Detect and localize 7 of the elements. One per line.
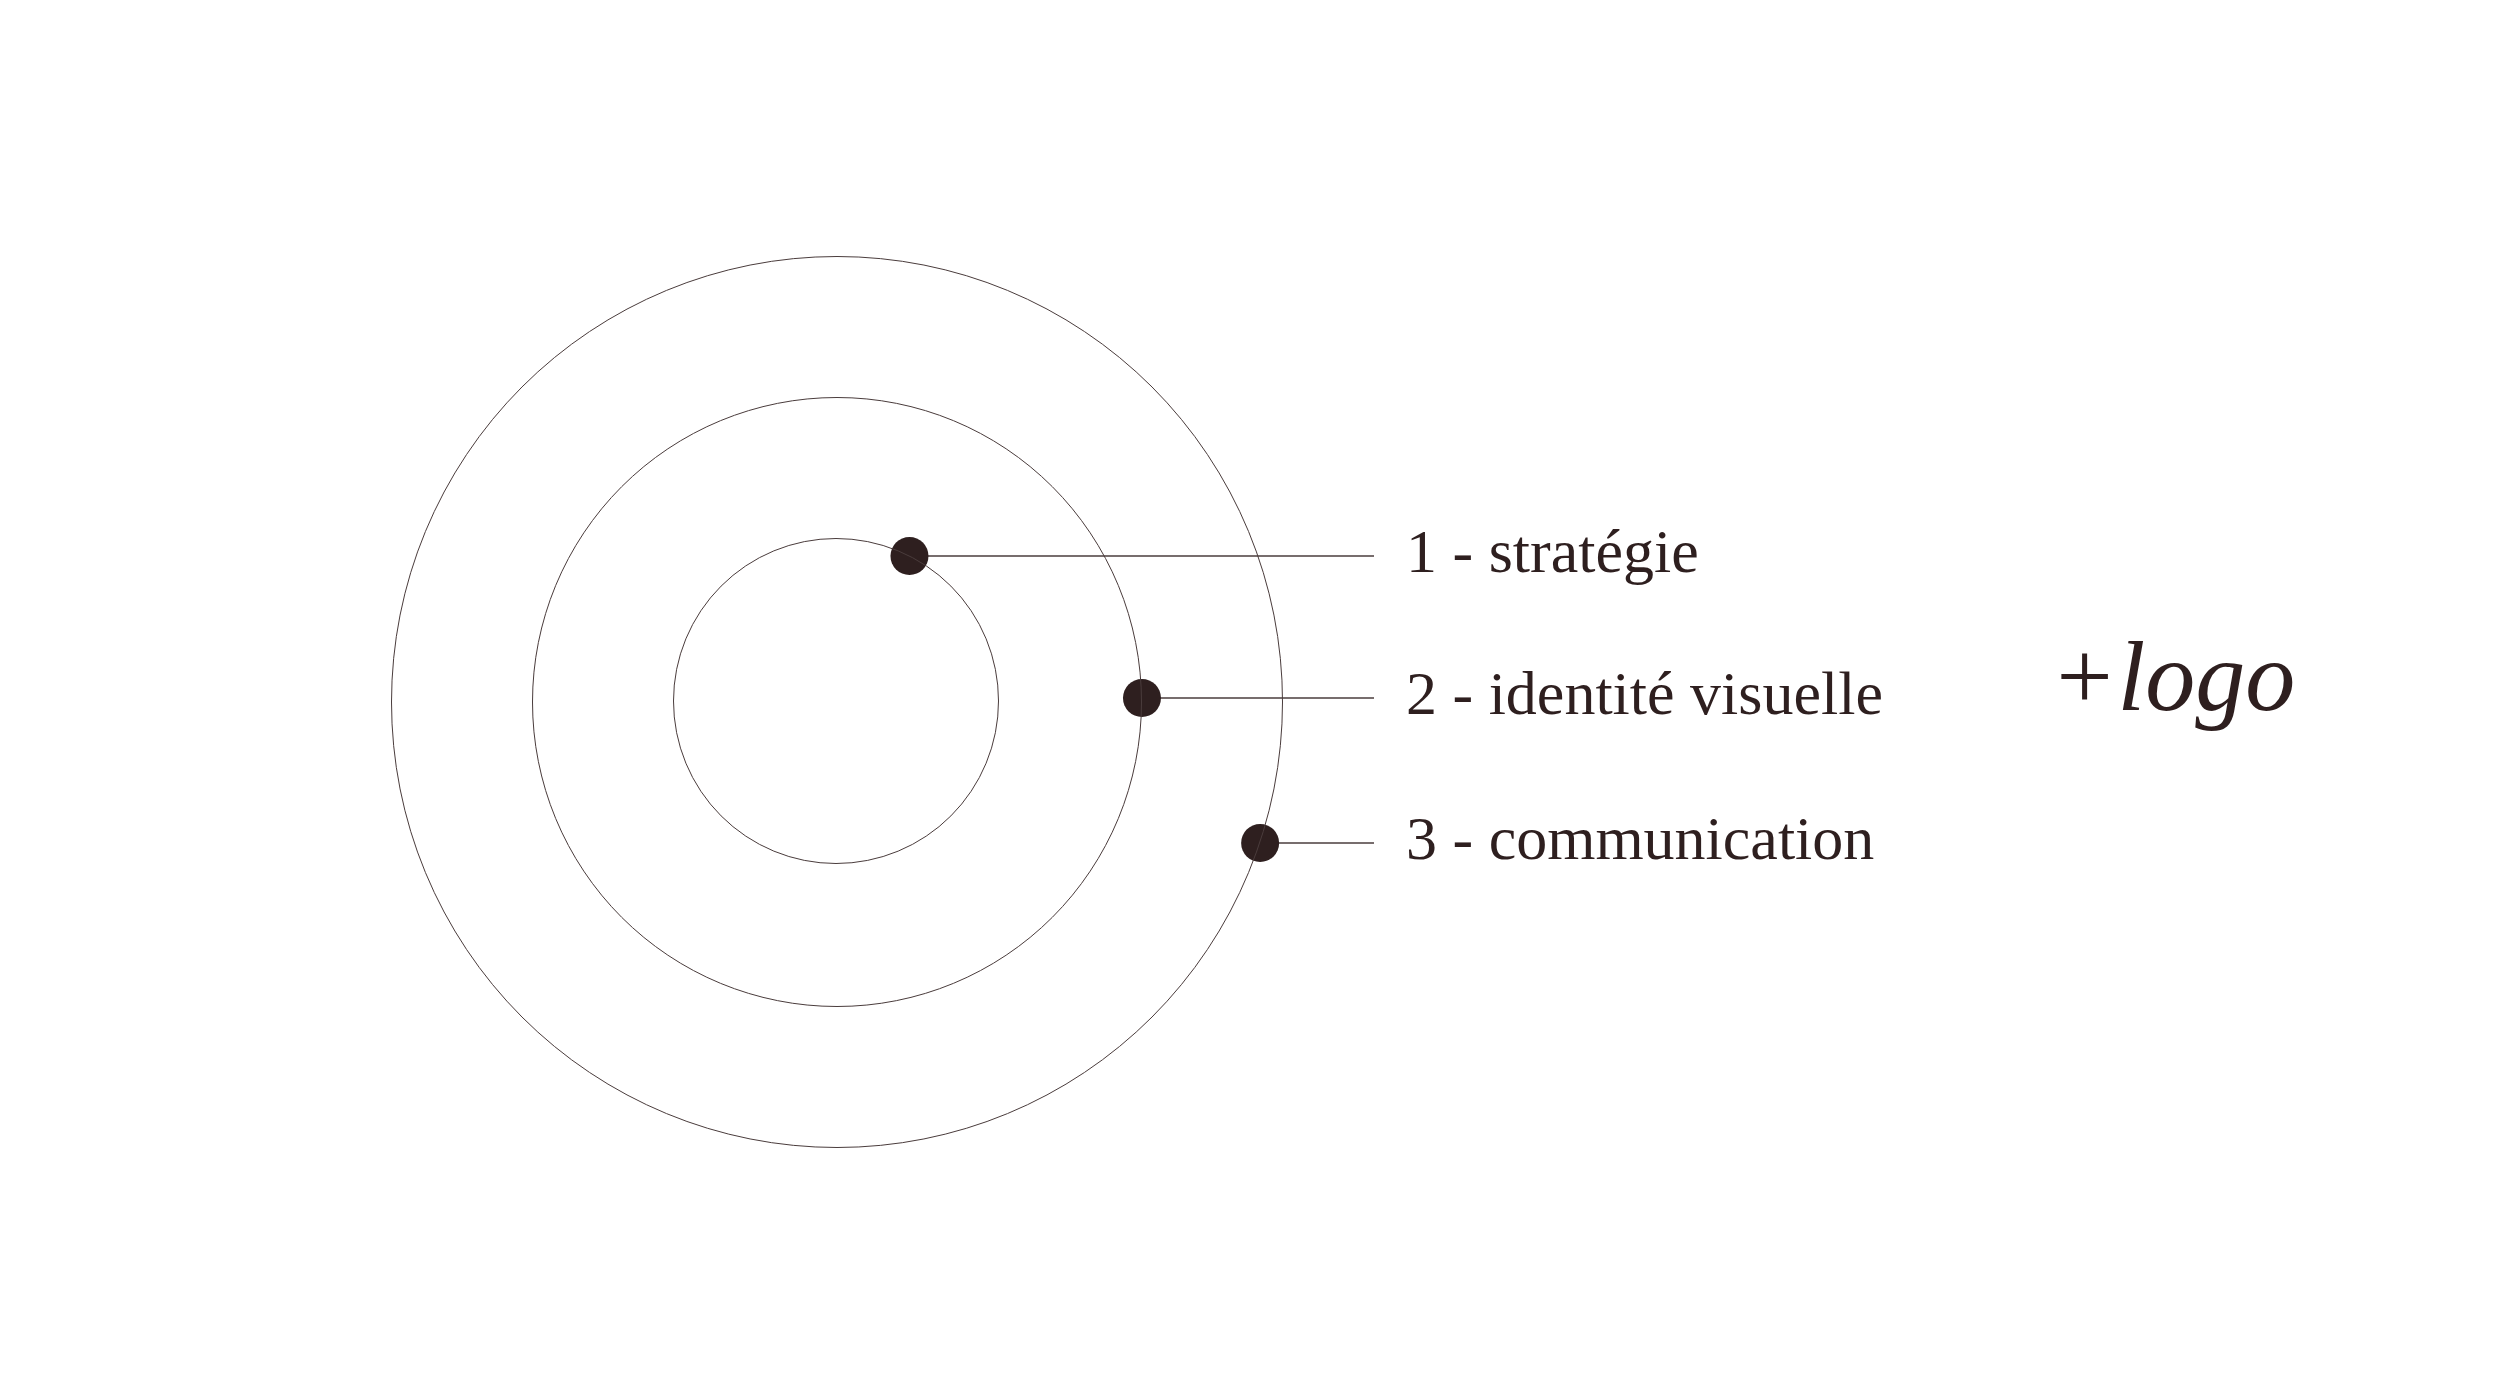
- leader-line: [1241, 824, 1375, 862]
- script-annotation: +logo: [2050, 622, 2296, 732]
- leader-line: [890, 537, 1375, 575]
- ring-label: 3 - communication: [1374, 803, 1875, 873]
- ring-label: 2 - identité visuelle: [1374, 658, 1883, 728]
- leader-line: [1122, 679, 1375, 717]
- ring-label: 1 - stratégie: [1374, 516, 1699, 586]
